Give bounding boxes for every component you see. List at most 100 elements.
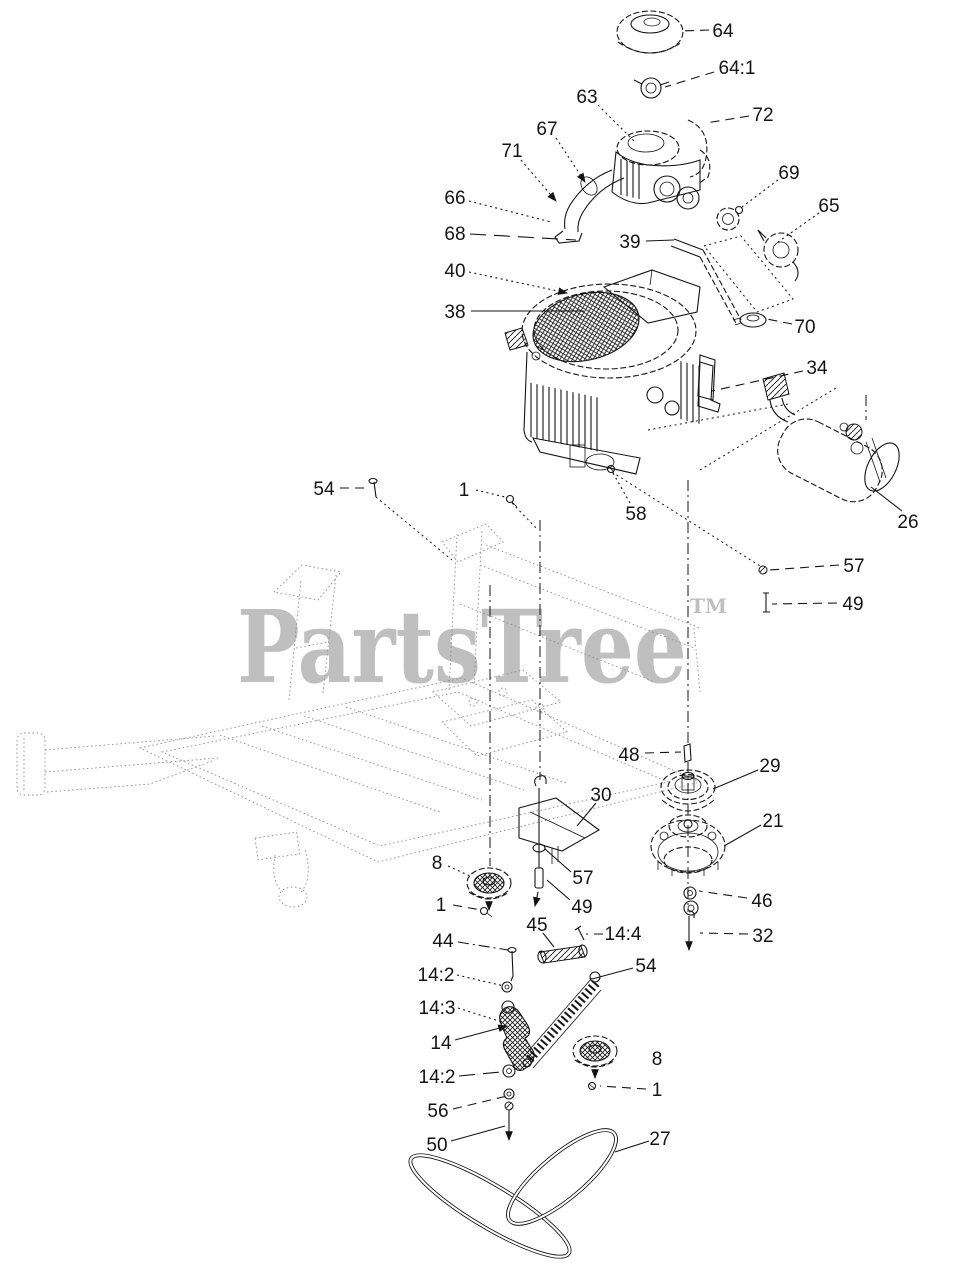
- idler-rod-illustration: [532, 775, 547, 908]
- callout-leader-54-34: [591, 967, 634, 980]
- callout-label-8-38: 8: [652, 1049, 663, 1070]
- engine-illustration: [504, 269, 716, 475]
- callout-leader-63-2: [597, 104, 635, 142]
- callout-leader-39-10: [645, 239, 675, 242]
- callout-label-14-2-35: 14:2: [418, 965, 455, 986]
- bolt-70-illustration: [732, 312, 767, 328]
- callout-leader-1-29: [452, 904, 482, 911]
- callout-leader-45-30: [542, 932, 555, 948]
- screw-54-illustration: [368, 477, 378, 498]
- callout-leader-50-42: [450, 1125, 506, 1142]
- screw-1-right-illustration: [587, 1081, 597, 1091]
- callout-label-67-4: 67: [536, 119, 557, 140]
- callout-label-14-37: 14: [430, 1033, 452, 1054]
- callout-label-66-7: 66: [444, 188, 465, 209]
- callout-leader-66-7: [468, 200, 552, 223]
- pin-44-illustration: [507, 946, 517, 982]
- screw-58-illustration: [606, 464, 616, 474]
- callout-leader-1-40: [599, 1085, 647, 1090]
- partstree-watermark: PartsTree TM: [237, 588, 727, 706]
- callout-label-14-2-39: 14:2: [419, 1067, 456, 1088]
- spacer-45-illustration: [537, 944, 588, 964]
- callout-label-44-33: 44: [432, 931, 454, 952]
- callout-leader-14-37: [454, 1024, 509, 1041]
- callout-label-54-34: 54: [635, 956, 657, 977]
- callout-label-49-26: 49: [571, 897, 592, 918]
- callout-label-38-12: 38: [444, 302, 465, 323]
- callout-leader-21-24: [723, 824, 762, 847]
- callout-label-64-0: 64: [712, 21, 734, 42]
- callout-leader-58-18: [612, 472, 631, 504]
- callout-label-57-19: 57: [843, 556, 864, 577]
- callout-label-58-18: 58: [625, 504, 646, 525]
- callout-leader-29-22: [712, 769, 759, 790]
- idler-pulley-8-left-illustration: [466, 867, 512, 900]
- cover-bracket-illustration: [687, 119, 708, 178]
- bracket-30-illustration: [518, 797, 601, 864]
- callout-leader-48-21: [644, 751, 682, 754]
- bolt-50-illustration: [504, 1101, 514, 1142]
- washer-142-lower-illustration: [502, 1064, 516, 1078]
- callout-label-39-10: 39: [619, 232, 640, 253]
- callout-leader-40-11: [468, 271, 569, 295]
- callout-label-56-41: 56: [427, 1101, 448, 1122]
- callout-label-68-9: 68: [444, 224, 465, 245]
- callout-leader-32-32: [699, 932, 749, 935]
- callout-leader-34-14: [711, 370, 804, 392]
- callout-leader-69-6: [741, 179, 779, 208]
- fitting-illustration: [716, 205, 744, 231]
- screw-1-left-illustration: [479, 906, 493, 918]
- callout-leader-70-13: [766, 318, 793, 325]
- air-cleaner-cover-illustration: [616, 10, 684, 54]
- screw-57-right-illustration: [758, 565, 768, 575]
- callout-label-1-40: 1: [652, 1080, 663, 1101]
- callout-label-65-8: 65: [818, 196, 839, 217]
- bolt-32-illustration: [685, 911, 695, 952]
- tube-illustration: [670, 235, 794, 326]
- callout-label-26-15: 26: [897, 512, 918, 533]
- alignment-lines: [375, 387, 867, 1080]
- callout-leader-30-23: [576, 802, 597, 827]
- callout-leader-49-20: [771, 602, 838, 605]
- watermark-tm: TM: [690, 594, 727, 618]
- callout-leader-44-33: [457, 941, 509, 951]
- callout-leader-46-27: [698, 890, 748, 899]
- key-48-illustration: [683, 743, 692, 763]
- callout-leader-71-5: [520, 159, 557, 202]
- callout-leader-26-15: [870, 486, 903, 512]
- pin-49-right-illustration: [763, 592, 770, 613]
- callout-label-21-24: 21: [762, 811, 783, 832]
- air-cleaner-assembly-illustration: [611, 130, 711, 210]
- muffler-illustration: [762, 372, 900, 503]
- callout-label-48-21: 48: [618, 745, 639, 766]
- callout-leader-1-17: [475, 489, 506, 498]
- callout-leader-67-4: [555, 137, 586, 183]
- callout-leader-68-9: [469, 233, 577, 241]
- callout-leader-64-1-1: [664, 71, 715, 88]
- engine-bracket-illustration: [697, 361, 721, 413]
- callout-label-70-13: 70: [794, 317, 815, 338]
- frame-illustration: [16, 523, 702, 908]
- callout-leader-72-3: [705, 115, 750, 124]
- callout-leader-57-25: [544, 848, 572, 873]
- washers-46-illustration: [683, 886, 699, 916]
- washer-142-upper-illustration: [501, 981, 513, 993]
- callout-leader-65-8: [777, 212, 820, 243]
- callout-label-32-32: 32: [752, 926, 773, 947]
- callout-label-64-1-1: 64:1: [719, 58, 756, 79]
- callout-label-50-42: 50: [426, 1135, 447, 1156]
- callout-leader-56-41: [452, 1095, 508, 1110]
- washer-56-illustration: [503, 1088, 515, 1100]
- callout-label-29-22: 29: [759, 756, 780, 777]
- callout-label-27-43: 27: [649, 1129, 670, 1150]
- callout-label-14-3-36: 14:3: [419, 998, 456, 1019]
- callout-leader-64-0: [680, 29, 710, 32]
- callout-leader-57-19: [768, 564, 840, 571]
- callout-leader-27-43: [614, 1140, 650, 1153]
- wing-nut-illustration: [633, 77, 670, 99]
- callout-label-71-5: 71: [501, 141, 522, 162]
- belt-illustration: [408, 1128, 618, 1259]
- callout-label-8-28: 8: [432, 853, 443, 874]
